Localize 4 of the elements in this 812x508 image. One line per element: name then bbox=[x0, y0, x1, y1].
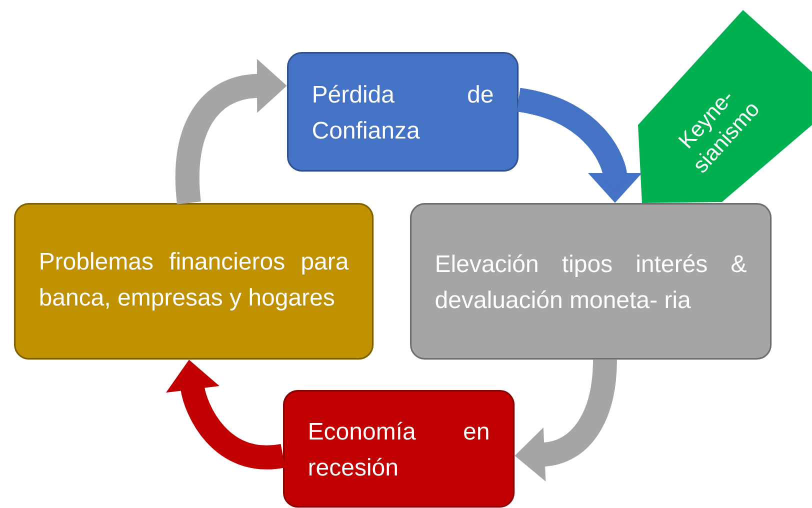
process-box: Problemas financieros para banca, empresas y hogares bbox=[14, 202, 374, 360]
process-box: Elevación tipos interés & devaluación moneta- ria bbox=[410, 202, 772, 360]
process-box: Pérdida de Confianza bbox=[287, 52, 519, 172]
process-box: Economía en recesión bbox=[283, 390, 515, 508]
